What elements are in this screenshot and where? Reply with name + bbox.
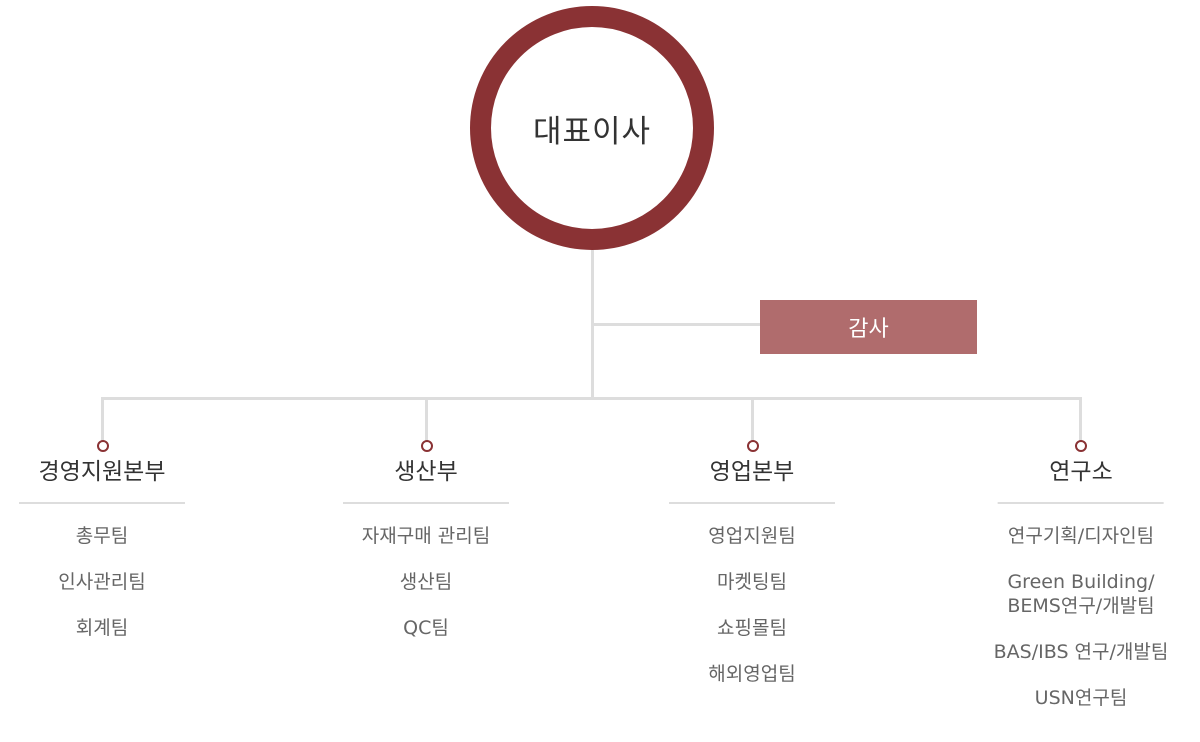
team-list: 자재구매 관리팀 생산팀 QC팀 (343, 524, 509, 640)
division-production: 생산부 자재구매 관리팀 생산팀 QC팀 (343, 452, 509, 640)
drop-line-1 (101, 397, 104, 441)
division-bus-line (101, 397, 1082, 400)
drop-line-3 (751, 397, 754, 441)
node-dot-4 (1075, 440, 1087, 452)
division-sales: 영업본부 영업지원팀 마켓팅팀 쇼핑몰팀 해외영업팀 (669, 452, 835, 686)
team-item: 회계팀 (75, 617, 129, 639)
drop-line-2 (425, 397, 428, 441)
team-list: 총무팀 인사관리팀 회계팀 (19, 524, 185, 640)
division-divider (669, 502, 835, 504)
team-item: USN연구팀 (1034, 687, 1128, 709)
team-item: 마켓팅팀 (717, 571, 787, 593)
team-item: 연구기획/디자인팀 (1007, 525, 1155, 547)
division-title: 생산부 (394, 459, 458, 485)
team-item: Green Building/ BEMS연구/개발팀 (1007, 571, 1155, 617)
ceo-trunk-line (591, 250, 594, 400)
team-item: 생산팀 (399, 571, 453, 593)
division-research-lab: 연구소 연구기획/디자인팀 Green Building/ BEMS연구/개발팀… (994, 452, 1169, 710)
division-divider (343, 502, 509, 504)
team-item: BAS/IBS 연구/개발팀 (993, 641, 1169, 663)
division-divider (997, 502, 1164, 504)
ceo-node: 대표이사 (470, 6, 714, 250)
team-item: 인사관리팀 (58, 571, 146, 593)
division-title: 경영지원본부 (38, 459, 166, 485)
team-item: 영업지원팀 (708, 525, 796, 547)
node-dot-2 (421, 440, 433, 452)
audit-branch-line (593, 323, 760, 326)
node-dot-3 (747, 440, 759, 452)
division-title: 영업본부 (709, 459, 795, 485)
team-item: 자재구매 관리팀 (361, 525, 491, 547)
audit-node: 감사 (760, 300, 977, 354)
team-list: 영업지원팀 마켓팅팀 쇼핑몰팀 해외영업팀 (669, 524, 835, 686)
audit-label: 감사 (848, 317, 889, 342)
team-item: 총무팀 (75, 525, 129, 547)
division-title: 연구소 (1049, 459, 1113, 485)
team-item: 쇼핑몰팀 (717, 617, 787, 639)
division-divider (19, 502, 185, 504)
division-management-support: 경영지원본부 총무팀 인사관리팀 회계팀 (19, 452, 185, 640)
team-item: QC팀 (403, 617, 449, 639)
team-list: 연구기획/디자인팀 Green Building/ BEMS연구/개발팀 BAS… (994, 524, 1169, 710)
team-item: 해외영업팀 (708, 663, 796, 685)
drop-line-4 (1079, 397, 1082, 441)
ceo-label: 대표이사 (532, 113, 652, 150)
node-dot-1 (97, 440, 109, 452)
